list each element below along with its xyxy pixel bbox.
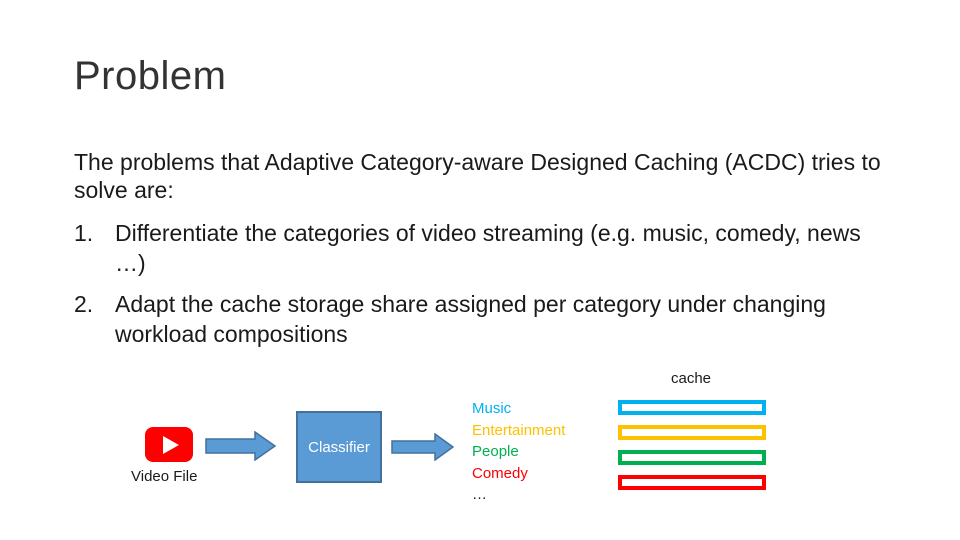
classifier-box: Classifier xyxy=(296,411,382,483)
cache-label: cache xyxy=(671,370,712,387)
category-comedy: Comedy xyxy=(472,464,528,482)
intro-text: The problems that Adaptive Category-awar… xyxy=(74,149,881,203)
video-file-label: Video File xyxy=(131,468,198,485)
list-item-number: 1. xyxy=(74,220,94,246)
arrow-to-categories xyxy=(391,433,455,461)
cache-bar-people xyxy=(618,450,766,465)
category-list: Music Entertainment People Comedy … xyxy=(472,398,565,506)
list-item-text: Differentiate the categories of video st… xyxy=(115,220,861,276)
category-people: People xyxy=(472,443,519,460)
cache-bar-music xyxy=(618,400,766,415)
category-more: … xyxy=(472,486,487,503)
cache-bar-entertainment xyxy=(618,425,766,440)
list-item-text: Adapt the cache storage share assigned p… xyxy=(115,291,826,347)
cache-bar-comedy xyxy=(618,475,766,490)
classifier-label: Classifier xyxy=(308,438,370,456)
play-triangle xyxy=(163,436,179,454)
list-item-number: 2. xyxy=(74,291,94,317)
slide-title: Problem xyxy=(74,54,227,98)
youtube-play-icon xyxy=(145,427,193,462)
category-entertainment: Entertainment xyxy=(472,421,566,439)
arrow-to-classifier xyxy=(205,431,277,461)
category-music: Music xyxy=(472,400,512,417)
